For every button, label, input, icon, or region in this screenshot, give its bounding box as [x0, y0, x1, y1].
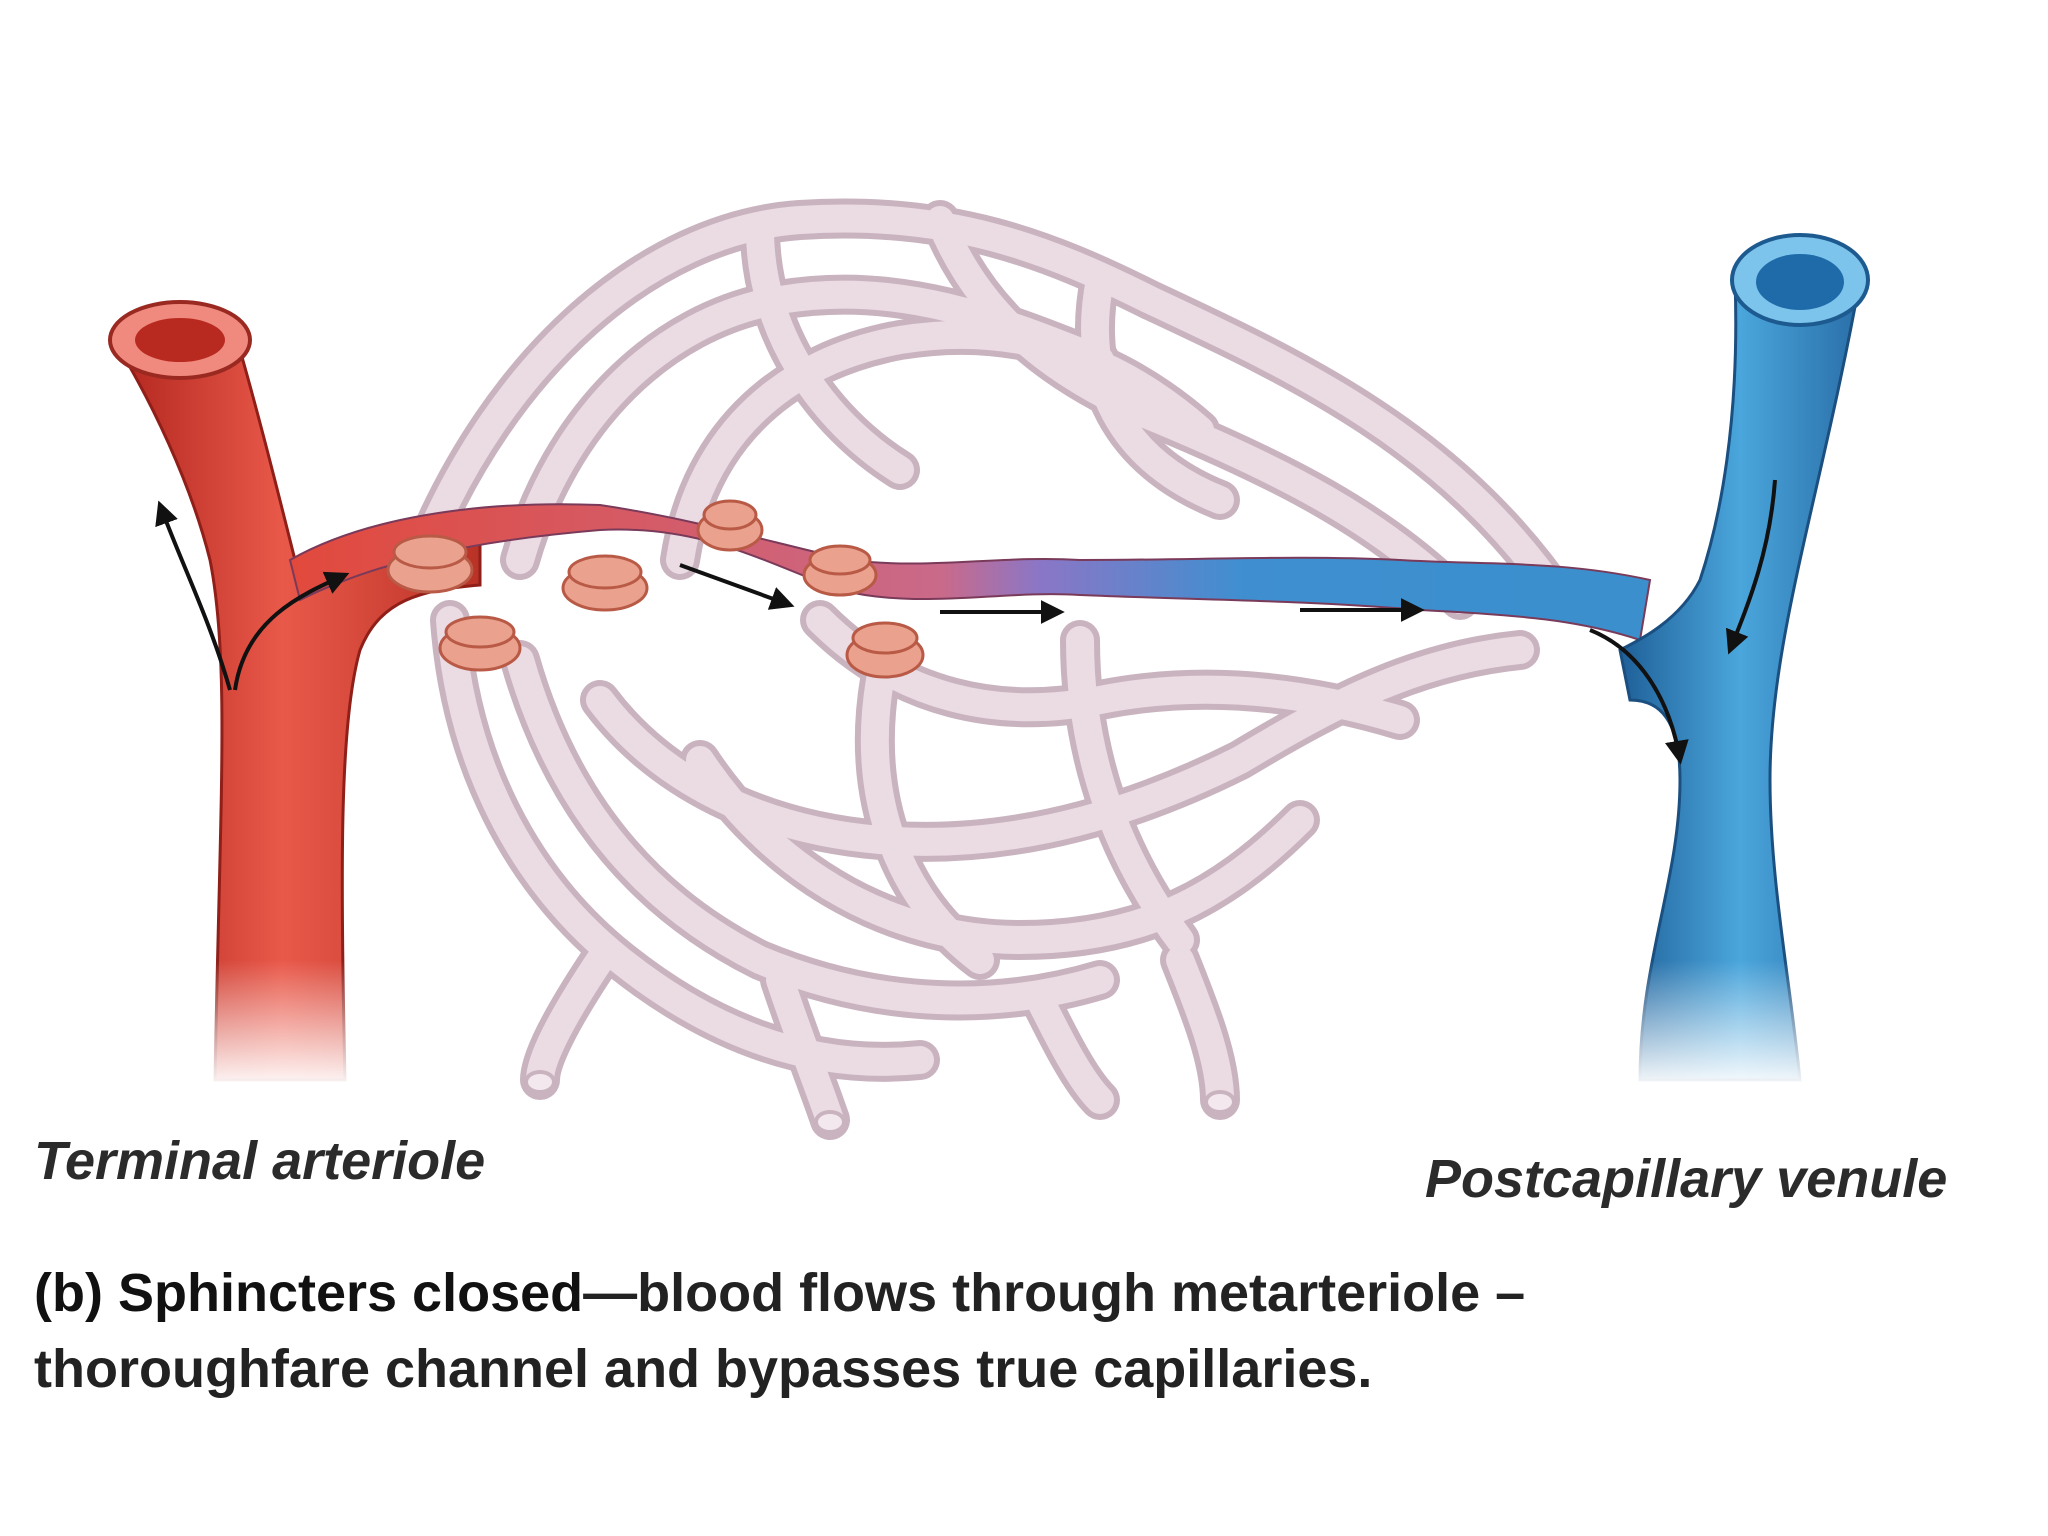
flow-arrow — [679, 563, 795, 610]
caption-line-1: (b) Sphincters closed—blood flows throug… — [34, 1255, 1984, 1331]
sphincter — [561, 554, 649, 612]
caption-prefix: (b) — [34, 1263, 103, 1323]
sphincter — [845, 621, 925, 679]
sphincter — [386, 534, 474, 594]
flow-arrow — [233, 571, 350, 691]
precapillary-sphincters — [386, 499, 925, 679]
flow-arrow — [155, 500, 232, 691]
caption-line1-rest: —blood flows through metarteriole – — [583, 1263, 1526, 1323]
label-terminal-arteriole: Terminal arteriole — [34, 1131, 486, 1191]
capillary-network — [400, 198, 1580, 1140]
flow-arrow — [1589, 628, 1689, 765]
flow-arrows — [155, 479, 1777, 765]
postcapillary-venule — [1618, 233, 1870, 1090]
sphincter — [438, 615, 522, 672]
label-postcapillary-venule: Postcapillary venule — [1425, 1149, 1948, 1209]
caption-line-2: thoroughfare channel and bypasses true c… — [34, 1339, 1373, 1399]
flow-arrow — [1725, 479, 1777, 655]
caption-bold: Sphincters closed — [117, 1263, 584, 1323]
terminal-arteriole — [108, 300, 482, 1090]
figure-caption: (b) Sphincters closed—blood flows throug… — [34, 1255, 1984, 1407]
sphincter — [802, 544, 878, 597]
sphincter — [696, 499, 764, 552]
